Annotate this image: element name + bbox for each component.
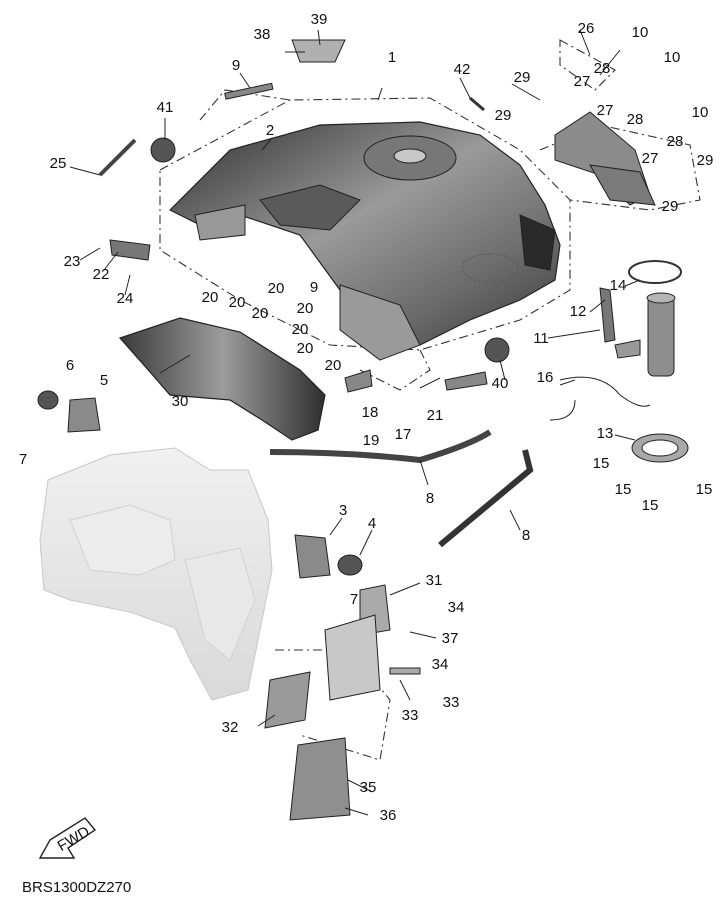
callout-27: 27 <box>597 102 614 119</box>
callout-24: 24 <box>117 290 134 307</box>
callout-31: 31 <box>426 572 443 589</box>
callout-9: 9 <box>310 279 318 296</box>
callout-23: 23 <box>64 253 81 270</box>
callout-8: 8 <box>426 490 434 507</box>
callout-16: 16 <box>537 369 554 386</box>
frame-ghost <box>39 447 273 701</box>
callout-19: 19 <box>363 432 380 449</box>
callout-8: 8 <box>522 527 530 544</box>
callout-10: 10 <box>664 49 681 66</box>
leader-lines <box>69 29 641 816</box>
callout-10: 10 <box>632 24 649 41</box>
callout-29: 29 <box>514 69 531 86</box>
callout-38: 38 <box>254 26 271 43</box>
callout-4: 4 <box>368 515 376 532</box>
fuel-tank <box>168 121 561 361</box>
callout-28: 28 <box>667 133 684 150</box>
callout-26: 26 <box>578 20 595 37</box>
callout-11: 11 <box>533 330 549 347</box>
callout-9: 9 <box>232 57 240 74</box>
callout-2: 2 <box>266 122 274 139</box>
fuel-pump-assembly <box>549 260 689 463</box>
callout-15: 15 <box>696 481 713 498</box>
callout-29: 29 <box>697 152 714 169</box>
callout-1: 1 <box>388 49 396 66</box>
callout-20: 20 <box>252 305 269 322</box>
callout-27: 27 <box>574 73 591 90</box>
callout-33: 33 <box>402 707 419 724</box>
callout-21: 21 <box>427 407 444 424</box>
callout-14: 14 <box>610 277 627 294</box>
callout-10: 10 <box>692 104 709 121</box>
callout-labels: 1234567788991010101112131415151515161718… <box>19 11 714 824</box>
tank-cover <box>118 317 326 441</box>
callout-25: 25 <box>50 155 67 172</box>
assembly-outlines <box>159 39 701 761</box>
callout-30: 30 <box>172 393 189 410</box>
callout-40: 40 <box>492 375 509 392</box>
callout-33: 33 <box>443 694 460 711</box>
callout-20: 20 <box>268 280 285 297</box>
callout-35: 35 <box>360 779 377 796</box>
callout-15: 15 <box>593 455 610 472</box>
callout-17: 17 <box>395 426 412 443</box>
callout-36: 36 <box>380 807 397 824</box>
callout-28: 28 <box>627 111 644 128</box>
callout-13: 13 <box>597 425 614 442</box>
drawing-code: BRS1300DZ270 <box>22 879 131 896</box>
callout-7: 7 <box>350 591 358 608</box>
callout-18: 18 <box>362 404 379 421</box>
callout-7: 7 <box>19 451 27 468</box>
callout-3: 3 <box>339 502 347 519</box>
callout-37: 37 <box>442 630 459 647</box>
callout-29: 29 <box>662 198 679 215</box>
callout-42: 42 <box>454 61 471 78</box>
callout-5: 5 <box>100 372 108 389</box>
callout-34: 34 <box>448 599 465 616</box>
callout-12: 12 <box>570 303 587 320</box>
callout-15: 15 <box>642 497 659 514</box>
callout-20: 20 <box>292 321 309 338</box>
callout-20: 20 <box>325 357 342 374</box>
callout-34: 34 <box>432 656 449 673</box>
fwd-arrow: FWD <box>38 817 97 859</box>
callout-29: 29 <box>495 107 512 124</box>
callout-6: 6 <box>66 357 74 374</box>
callout-20: 20 <box>229 294 246 311</box>
callout-27: 27 <box>642 150 659 167</box>
callout-20: 20 <box>202 289 219 306</box>
callout-28: 28 <box>594 60 611 77</box>
callout-41: 41 <box>157 99 174 116</box>
callout-39: 39 <box>311 11 328 28</box>
callout-22: 22 <box>93 266 110 283</box>
callout-20: 20 <box>297 300 314 317</box>
callout-32: 32 <box>222 719 239 736</box>
callout-15: 15 <box>615 481 632 498</box>
callout-20: 20 <box>297 340 314 357</box>
small-parts <box>37 39 656 821</box>
